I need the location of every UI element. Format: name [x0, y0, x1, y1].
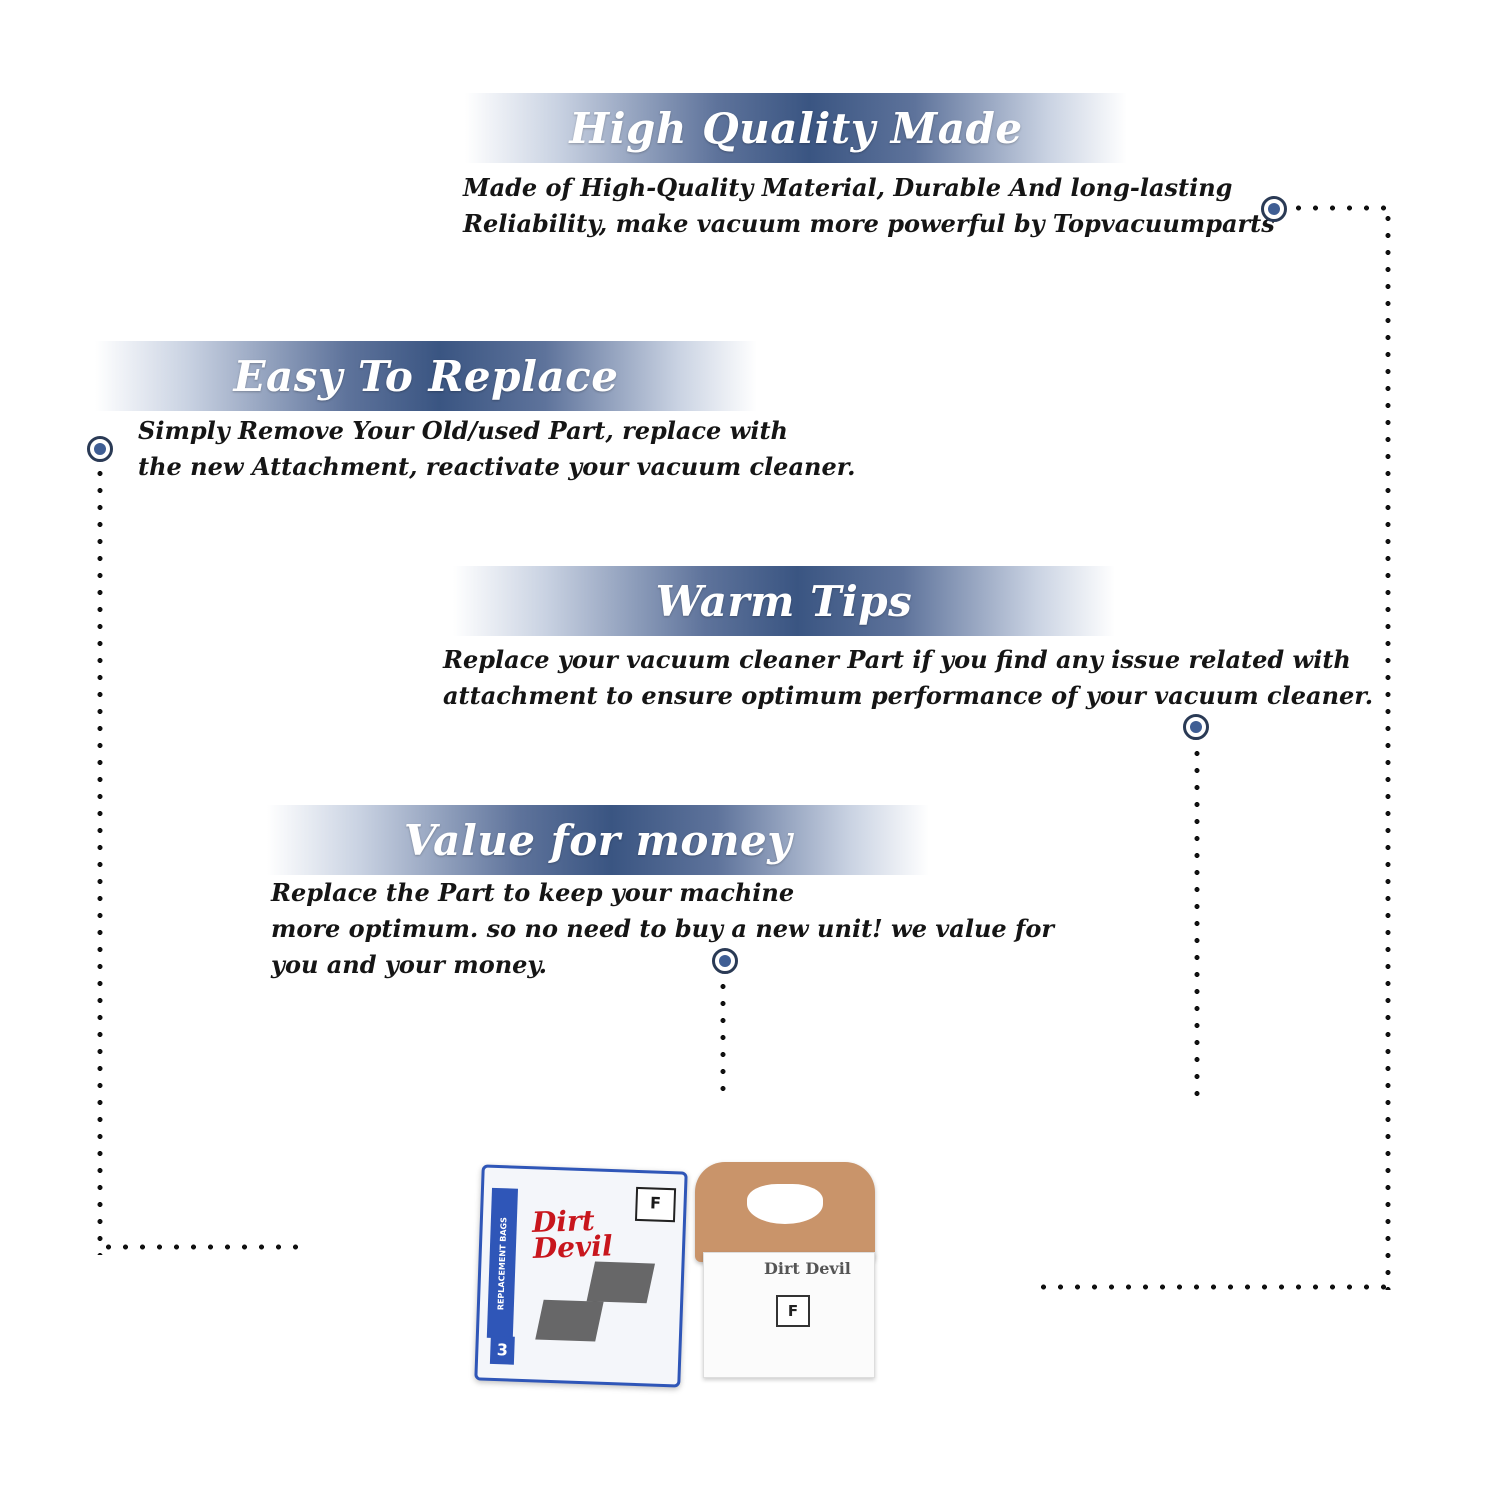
bullet-marker-icon — [712, 948, 738, 974]
section-title: High Quality Made — [569, 103, 1023, 153]
banner-easy-replace: Easy To Replace — [95, 341, 757, 411]
bullet-marker-icon — [1183, 714, 1209, 740]
package-type-badge: F — [634, 1186, 677, 1223]
bag-body: Dirt Devil F — [703, 1252, 875, 1378]
package-strip: REPLACEMENT BAGS — [486, 1187, 519, 1339]
section-title: Warm Tips — [655, 576, 913, 626]
section-description: Replace your vacuum cleaner Part if you … — [443, 645, 1374, 710]
dotted-connector — [100, 1244, 300, 1250]
bag-package: REPLACEMENT BAGS Dirt Devil F 3 — [474, 1164, 688, 1388]
dotted-connector — [1385, 210, 1391, 1290]
bag-type-badge: F — [776, 1295, 810, 1327]
dotted-connector — [1290, 205, 1390, 211]
package-count-badge: 3 — [489, 1335, 515, 1365]
dotted-connector — [1194, 745, 1200, 1105]
bullet-marker-icon — [87, 436, 113, 462]
vacuum-bag: Dirt Devil F — [695, 1162, 875, 1380]
bag-illustration — [586, 1261, 656, 1304]
section-description: Replace the Part to keep your machine mo… — [271, 878, 1054, 979]
bag-logo: Dirt Devil — [764, 1259, 851, 1278]
dotted-connector — [97, 465, 103, 1255]
dotted-connector — [720, 978, 726, 1093]
banner-value-money: Value for money — [267, 805, 929, 875]
section-title: Easy To Replace — [233, 351, 619, 401]
package-logo: Dirt Devil — [531, 1203, 614, 1266]
banner-warm-tips: Warm Tips — [453, 566, 1115, 636]
bullet-marker-icon — [1261, 196, 1287, 222]
bag-opening — [747, 1184, 823, 1224]
section-title: Value for money — [403, 815, 793, 865]
section-description: Simply Remove Your Old/used Part, replac… — [138, 416, 856, 481]
dotted-connector — [1035, 1284, 1390, 1290]
bag-collar — [695, 1162, 875, 1262]
bag-illustration — [535, 1299, 604, 1342]
product-image: REPLACEMENT BAGS Dirt Devil F 3 Dirt Dev… — [470, 1160, 890, 1390]
section-description: Made of High-Quality Material, Durable A… — [463, 173, 1275, 238]
banner-high-quality: High Quality Made — [465, 93, 1127, 163]
